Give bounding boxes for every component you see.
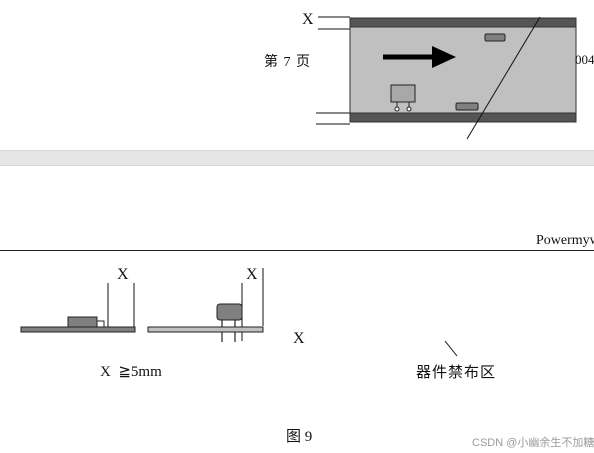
through-hole-component (390, 84, 416, 103)
x-dimension-label-middle: X (246, 266, 258, 283)
board-top-edge (349, 17, 577, 28)
header-rule (0, 250, 594, 251)
through-hole-component-2 (216, 303, 243, 321)
header-brand: Powermyw (536, 233, 594, 248)
clearance-figure (20, 268, 458, 357)
figure-caption: 图 9 (286, 429, 313, 445)
forbidden-zone-label: 器件禁布区 (416, 365, 497, 381)
component-pad-upper (484, 33, 506, 42)
page-gap (0, 150, 594, 166)
zone-leader-line (444, 340, 458, 357)
page-label: 第 7 页 (264, 55, 311, 70)
x-dimension-label-right: X (293, 330, 305, 347)
watermark: CSDN @小幽余生不加糖 (472, 437, 594, 449)
component-pad-right (406, 106, 412, 112)
page-number-fragment: 004 (575, 52, 594, 67)
smd-lead (97, 320, 105, 329)
spacing-caption: X ≧5mm (100, 364, 162, 380)
x-dimension-label-left: X (117, 266, 129, 283)
direction-arrow-head (432, 46, 456, 68)
x-dimension-label-top: X (302, 11, 314, 28)
board-left (20, 326, 136, 333)
component-pad-lower (455, 102, 479, 111)
board-bottom-edge (349, 112, 577, 123)
leader-line (466, 16, 541, 140)
board-right (147, 326, 264, 333)
component-pad-left (394, 106, 400, 112)
pcb-top-figure (316, 16, 577, 140)
